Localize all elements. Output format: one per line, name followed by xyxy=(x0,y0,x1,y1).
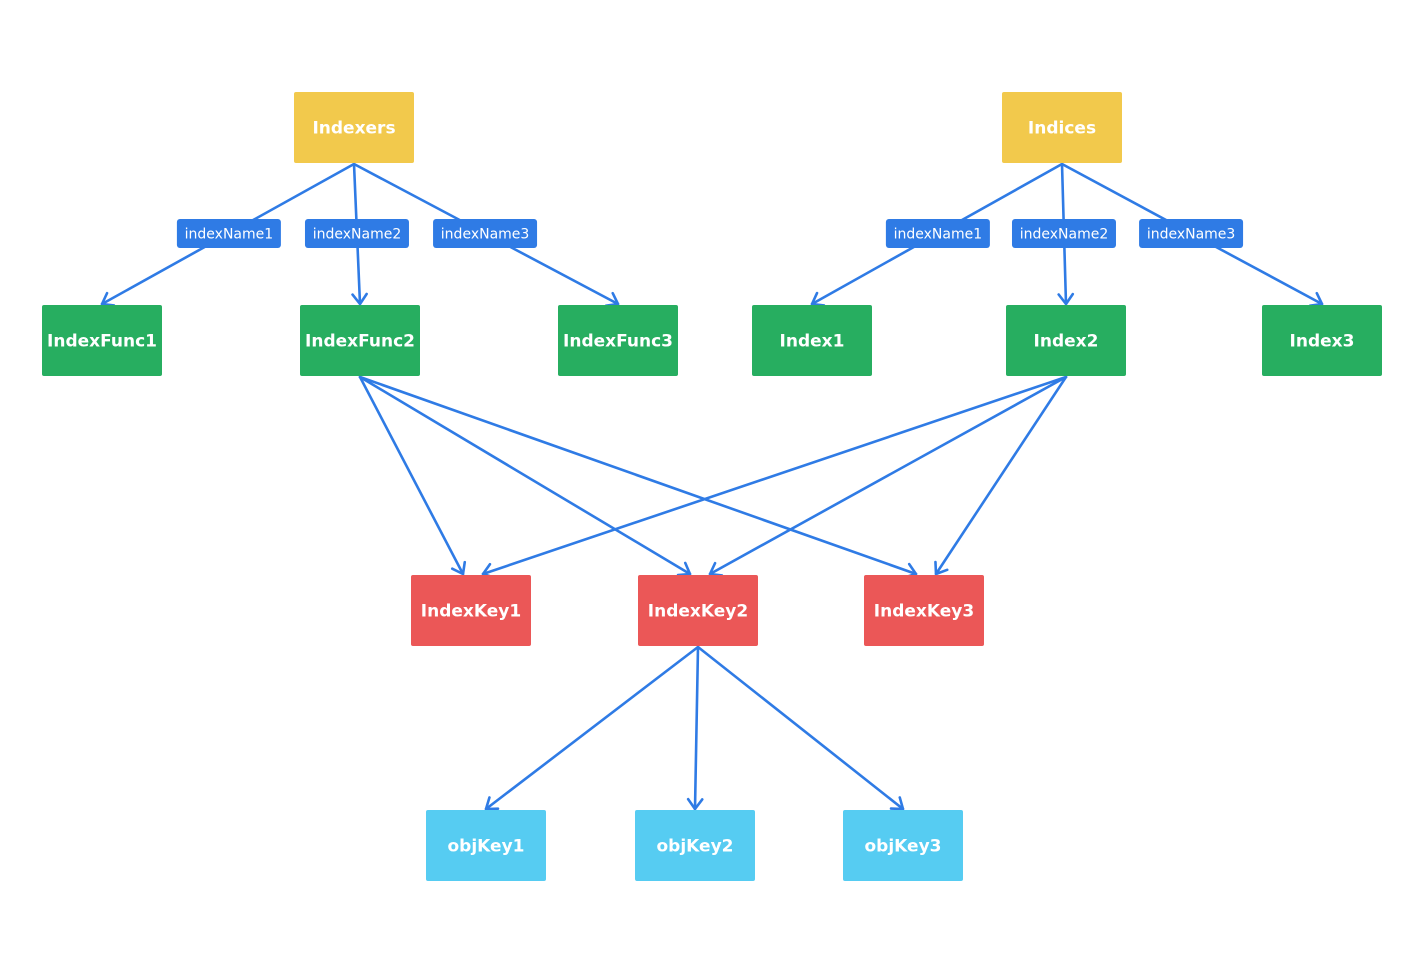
arrow-head xyxy=(484,796,500,811)
edge-label-text: indexName3 xyxy=(441,227,530,243)
edge-label-box xyxy=(304,219,409,248)
edge-label-box xyxy=(1011,219,1116,248)
node-indexkey3: IndexKey3 xyxy=(864,575,984,646)
node-label: IndexKey3 xyxy=(874,602,974,622)
node-box xyxy=(42,305,162,376)
node-box xyxy=(1262,305,1382,376)
edge-indexfunc2-indexkey3 xyxy=(358,375,918,579)
edge-label-text: indexName2 xyxy=(1020,227,1109,243)
edge-label: indexName1 xyxy=(176,219,281,248)
node-indices: Indices xyxy=(1002,92,1122,163)
edge-line xyxy=(358,375,692,576)
node-box xyxy=(1002,92,1122,163)
node-box xyxy=(1006,305,1126,376)
node-indexkey1: IndexKey1 xyxy=(411,575,531,646)
edge-indexfunc2-indexkey2 xyxy=(358,375,692,577)
arrow-head xyxy=(1057,292,1075,306)
node-indexfunc1: IndexFunc1 xyxy=(42,305,162,376)
edge-label: indexName3 xyxy=(433,219,538,248)
edge-indexkey2-objkey3 xyxy=(696,645,905,811)
node-box xyxy=(294,92,414,163)
edge-index2-indexkey2 xyxy=(708,375,1068,577)
edge-line xyxy=(358,375,918,576)
node-label: Indexers xyxy=(312,119,395,139)
node-box xyxy=(411,575,531,646)
node-objkey1: objKey1 xyxy=(426,810,546,881)
edge-indexkey2-objkey1 xyxy=(484,645,700,811)
edge-label-box xyxy=(433,219,538,248)
edge-label-box xyxy=(176,219,281,248)
edge-line xyxy=(358,375,465,576)
node-objkey2: objKey2 xyxy=(635,810,755,881)
arrow-head xyxy=(889,796,905,811)
edge-line xyxy=(708,375,1068,576)
edge-label-box xyxy=(885,219,990,248)
node-label: IndexFunc1 xyxy=(47,332,157,352)
node-indexfunc3: IndexFunc3 xyxy=(558,305,678,376)
node-label: objKey1 xyxy=(448,837,525,857)
node-label: IndexFunc3 xyxy=(563,332,673,352)
node-label: IndexFunc2 xyxy=(305,332,415,352)
arrow-head xyxy=(810,291,826,307)
node-label: Index2 xyxy=(1034,332,1099,352)
edge-label-text: indexName2 xyxy=(313,227,402,243)
edge-line xyxy=(693,645,700,811)
edge-indexkey2-objkey2 xyxy=(686,645,704,811)
node-index1: Index1 xyxy=(752,305,872,376)
arrow-head xyxy=(686,797,704,811)
edge-label-text: indexName3 xyxy=(1147,227,1236,243)
edge-label: indexName3 xyxy=(1139,219,1244,248)
arrow-head xyxy=(100,291,116,307)
node-box xyxy=(864,575,984,646)
edge-label-box xyxy=(1139,219,1244,248)
node-label: Indices xyxy=(1028,119,1096,139)
edge-label: indexName2 xyxy=(304,219,409,248)
edge-labels-layer: indexName1 indexName2 indexName3 indexName1… xyxy=(176,219,1244,248)
node-label: Index3 xyxy=(1290,332,1355,352)
edge-line xyxy=(696,645,905,811)
arrow-head xyxy=(450,560,467,576)
edge-index2-indexkey1 xyxy=(481,375,1068,579)
node-box xyxy=(300,305,420,376)
node-label: objKey2 xyxy=(657,837,734,857)
node-indexers: Indexers xyxy=(294,92,414,163)
edge-line xyxy=(481,375,1068,576)
node-box xyxy=(638,575,758,646)
node-indexfunc2: IndexFunc2 xyxy=(300,305,420,376)
node-label: IndexKey1 xyxy=(421,602,521,622)
node-index3: Index3 xyxy=(1262,305,1382,376)
edge-label: indexName1 xyxy=(885,219,990,248)
edges-layer xyxy=(100,162,1324,811)
edge-line xyxy=(484,645,700,811)
node-label: Index1 xyxy=(780,332,845,352)
edge-label-text: indexName1 xyxy=(185,227,274,243)
node-index2: Index2 xyxy=(1006,305,1126,376)
node-indexkey2: IndexKey2 xyxy=(638,575,758,646)
edge-label: indexName2 xyxy=(1011,219,1116,248)
node-box xyxy=(752,305,872,376)
node-box xyxy=(558,305,678,376)
edge-label-text: indexName1 xyxy=(894,227,983,243)
node-box xyxy=(843,810,963,881)
arrow-head xyxy=(351,292,368,306)
edge-index2-indexkey3 xyxy=(934,375,1068,576)
edge-indexfunc2-indexkey1 xyxy=(358,375,467,576)
node-label: IndexKey2 xyxy=(648,602,748,622)
node-objkey3: objKey3 xyxy=(843,810,963,881)
node-box xyxy=(426,810,546,881)
node-label: objKey3 xyxy=(865,837,942,857)
arrow-head xyxy=(708,561,724,577)
node-box xyxy=(635,810,755,881)
arrow-head xyxy=(676,561,692,577)
edge-line xyxy=(934,375,1068,576)
arrow-head xyxy=(934,560,949,576)
